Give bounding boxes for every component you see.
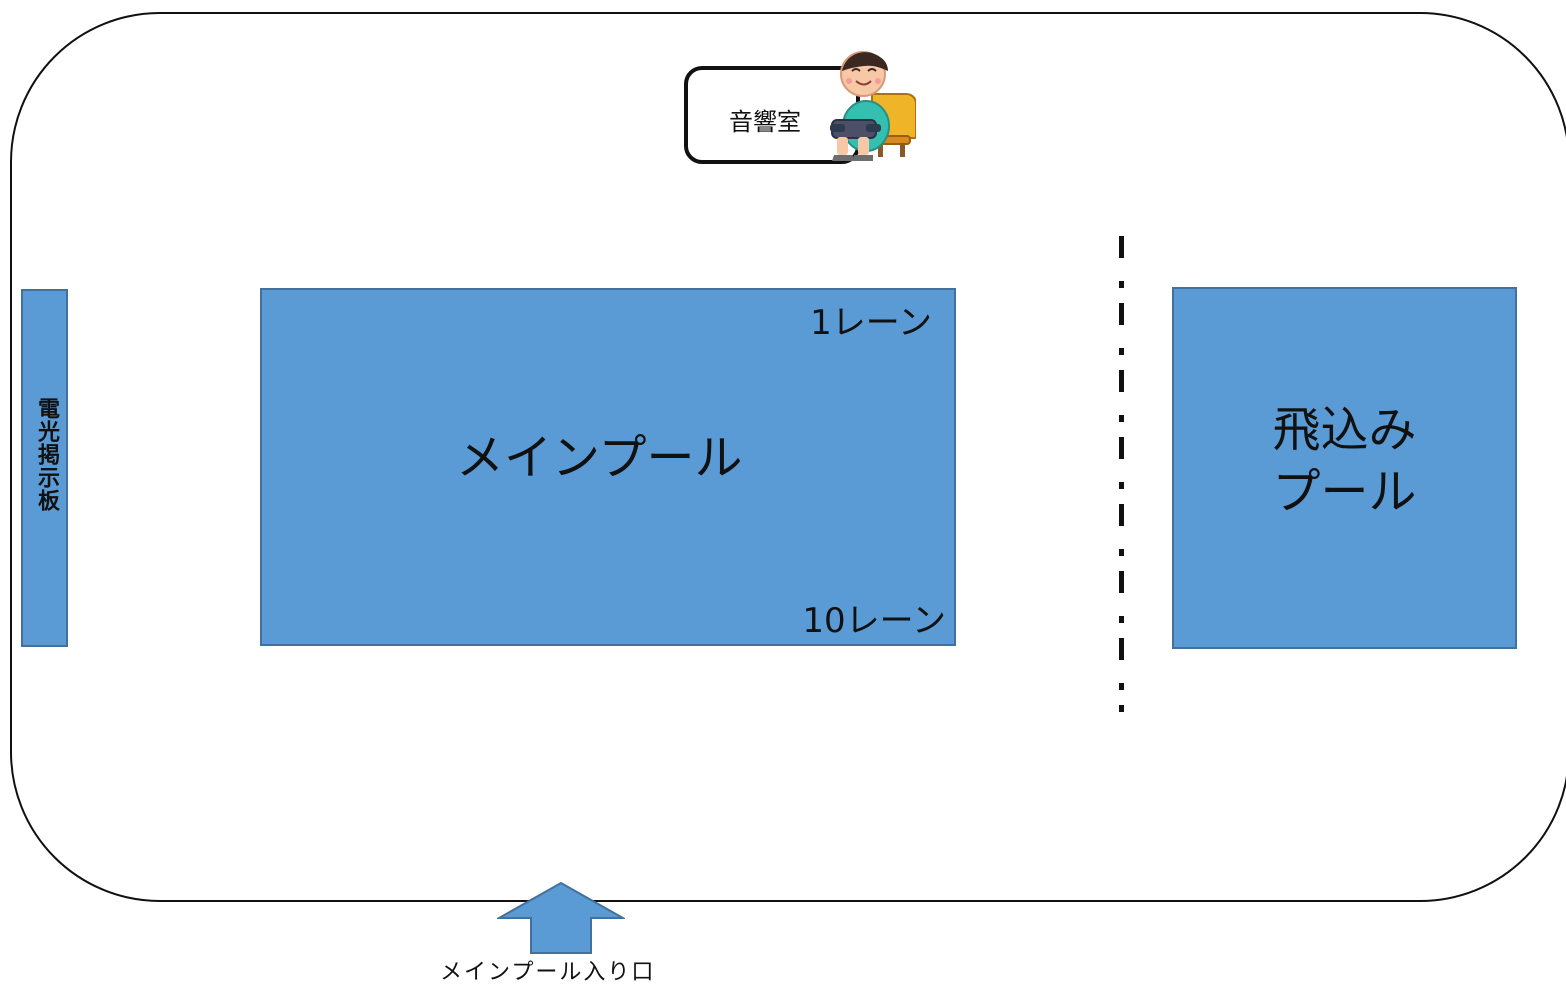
lane-10-label: 10レーン bbox=[802, 601, 946, 641]
operator-illustration bbox=[830, 51, 916, 161]
entrance-arrow-icon bbox=[497, 881, 625, 954]
main-pool: 1レーン メインプール 10レーン bbox=[260, 288, 956, 646]
scoreboard: 電光掲示板 bbox=[21, 289, 68, 647]
diving-pool-label-line-2: プール bbox=[1272, 464, 1417, 520]
diving-pool-label-line-1: 飛込み bbox=[1272, 402, 1417, 458]
entrance-label: メインプール入り口 bbox=[440, 960, 656, 985]
main-pool-label: メインプール bbox=[456, 430, 743, 486]
diving-pool: 飛込み プール bbox=[1172, 287, 1517, 649]
sound-room-label: 音響室 bbox=[729, 108, 801, 136]
scoreboard-label: 電光掲示板 bbox=[34, 397, 59, 512]
pool-divider-line bbox=[1119, 236, 1124, 712]
natatorium-outline bbox=[10, 12, 1566, 902]
diving-pool-label: 飛込み プール bbox=[1174, 399, 1515, 523]
lane-1-label: 1レーン bbox=[810, 303, 932, 343]
